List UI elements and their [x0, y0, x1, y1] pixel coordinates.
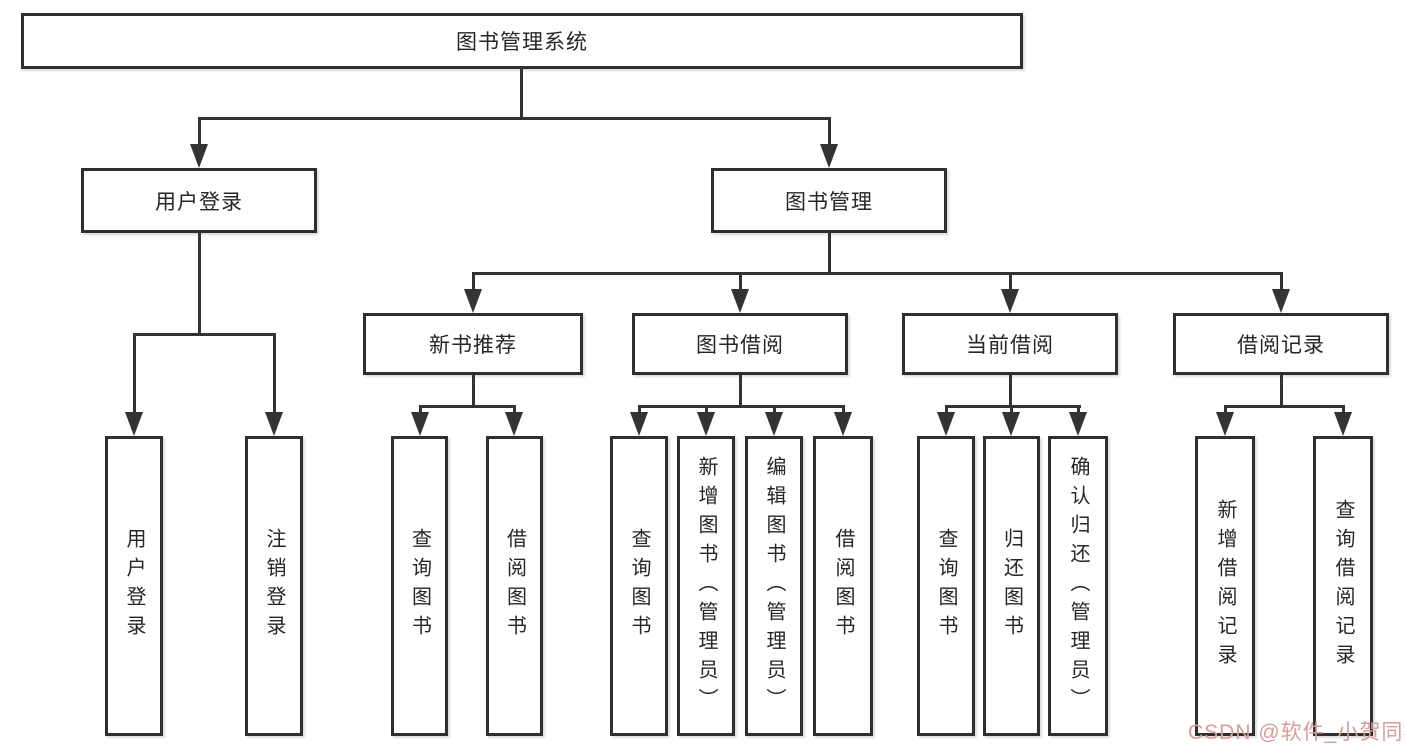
arrowhead-icon	[125, 412, 143, 436]
leaf-return-book: 归还图书	[983, 436, 1040, 736]
arrowhead-icon	[1216, 412, 1234, 436]
node-current-borrow: 当前借阅	[902, 313, 1118, 375]
connector-line	[133, 333, 275, 336]
arrowhead-icon	[1272, 289, 1290, 313]
connector-line	[472, 375, 475, 408]
arrowhead-icon	[411, 412, 429, 436]
connector-line	[472, 272, 1282, 275]
connector-line	[419, 405, 516, 408]
leaf-user-login: 用户登录	[105, 436, 163, 736]
arrowhead-icon	[1069, 412, 1087, 436]
connector-line	[1342, 405, 1345, 416]
arrowhead-icon	[464, 289, 482, 313]
connector-line	[520, 66, 523, 120]
arrowhead-icon	[834, 412, 852, 436]
leaf-add-book-admin: 新增图书（管理员）	[677, 436, 735, 736]
connector-line	[828, 233, 831, 275]
leaf-borrow-book-1: 借阅图书	[486, 436, 543, 736]
connector-line	[1280, 375, 1283, 408]
leaf-query-book-3: 查询图书	[917, 436, 975, 736]
arrowhead-icon	[265, 412, 283, 436]
node-new-book-recommend: 新书推荐	[363, 313, 583, 375]
connector-line	[1224, 405, 1345, 408]
arrowhead-icon	[937, 412, 955, 436]
arrowhead-icon	[505, 412, 523, 436]
leaf-query-book-2: 查询图书	[610, 436, 668, 736]
connector-line	[472, 272, 475, 293]
node-user-login: 用户登录	[81, 168, 317, 233]
connector-line	[198, 117, 830, 120]
leaf-query-book-1: 查询图书	[391, 436, 448, 736]
connector-line	[739, 375, 742, 408]
arrowhead-icon	[190, 144, 208, 168]
leaf-logout: 注销登录	[245, 436, 303, 736]
leaf-add-borrow-record: 新增借阅记录	[1195, 436, 1255, 736]
arrowhead-icon	[1001, 289, 1019, 313]
connector-line	[638, 405, 844, 408]
connector-line	[705, 405, 708, 416]
csdn-watermark: CSDN @软件_小贺同学	[1188, 721, 1405, 744]
leaf-edit-book-admin: 编辑图书（管理员）	[745, 436, 803, 736]
connector-line	[828, 117, 831, 148]
connector-line	[273, 333, 276, 416]
connector-line	[1077, 405, 1080, 416]
arrowhead-icon	[697, 412, 715, 436]
leaf-query-borrow-record: 查询借阅记录	[1313, 436, 1373, 736]
connector-line	[133, 333, 136, 416]
node-library-management-system: 图书管理系统	[21, 13, 1023, 69]
arrowhead-icon	[1002, 412, 1020, 436]
leaf-confirm-return-admin: 确认归还（管理员）	[1048, 436, 1108, 736]
connector-line	[945, 405, 1081, 408]
connector-line	[1010, 405, 1013, 416]
connector-line	[419, 405, 422, 416]
connector-line	[1009, 375, 1012, 408]
connector-line	[739, 272, 742, 293]
connector-line	[773, 405, 776, 416]
connector-line	[945, 405, 948, 416]
connector-line	[638, 405, 641, 416]
arrowhead-icon	[731, 289, 749, 313]
arrowhead-icon	[765, 412, 783, 436]
node-borrow-record: 借阅记录	[1173, 313, 1389, 375]
arrowhead-icon	[630, 412, 648, 436]
connector-line	[198, 233, 201, 336]
connector-line	[198, 117, 201, 148]
connector-line	[513, 405, 516, 416]
connector-line	[1224, 405, 1227, 416]
arrowhead-icon	[820, 144, 838, 168]
connector-line	[1280, 272, 1283, 293]
arrowhead-icon	[1334, 412, 1352, 436]
leaf-borrow-book-2: 借阅图书	[813, 436, 873, 736]
connector-line	[842, 405, 845, 416]
connector-line	[1009, 272, 1012, 293]
node-book-borrow: 图书借阅	[632, 313, 848, 375]
node-book-management: 图书管理	[711, 168, 947, 233]
